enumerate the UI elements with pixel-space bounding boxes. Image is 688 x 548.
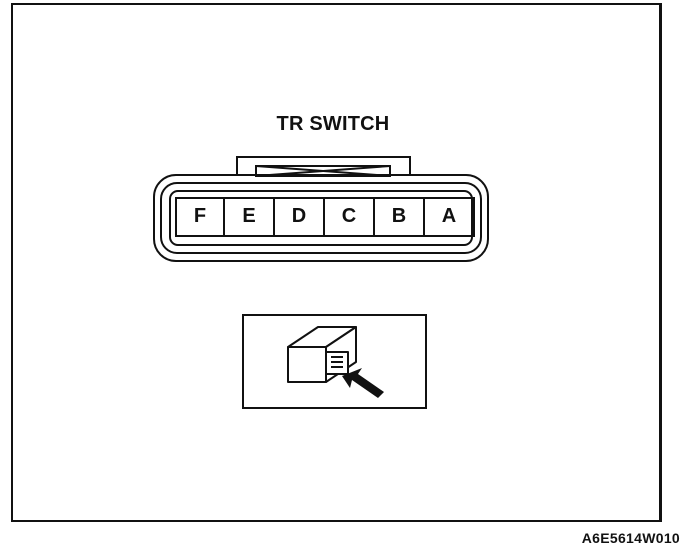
- pin-label-b: B: [391, 205, 407, 227]
- pin-cells: [175, 197, 475, 237]
- pin-label-a: A: [441, 205, 457, 227]
- view-indicator: [242, 314, 427, 409]
- pin-label-e: E: [242, 205, 256, 227]
- view-direction-arrow-icon: [342, 368, 384, 398]
- connector-title: TR SWITCH: [276, 113, 390, 135]
- pin-label-f: F: [193, 205, 207, 227]
- figure-code: A6E5614W010: [581, 530, 680, 546]
- connector-3d-icon: [287, 326, 357, 383]
- diagram-frame: [11, 3, 662, 522]
- pin-label-c: C: [341, 205, 357, 227]
- view-indicator-frame: [242, 314, 427, 409]
- connector-housing: [153, 174, 489, 262]
- pin-label-d: D: [291, 205, 307, 227]
